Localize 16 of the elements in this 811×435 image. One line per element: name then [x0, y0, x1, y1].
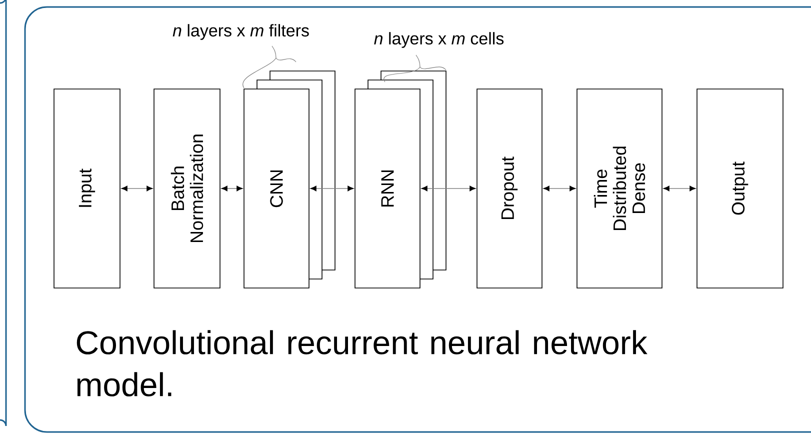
arrow — [310, 186, 354, 192]
layer-box: Output — [696, 88, 784, 288]
arrow — [663, 186, 696, 192]
layer-count-label: n layers x m filters — [172, 24, 309, 40]
layer-box: CNN — [244, 88, 310, 288]
arrow — [543, 186, 576, 192]
layer-box: Batch Normalization — [154, 88, 220, 288]
layer-box: Time Distributed Dense — [576, 88, 662, 288]
layer-box: Input — [54, 88, 120, 288]
layer-box: Dropout — [476, 88, 542, 288]
arrow — [221, 186, 243, 192]
layer-count-label: n layers x m cells — [374, 32, 504, 48]
arrow — [121, 186, 153, 192]
arrow — [421, 186, 476, 192]
caption: Convolutional recurrent neural network model. — [76, 330, 648, 396]
layer-box: RNN — [354, 88, 420, 288]
